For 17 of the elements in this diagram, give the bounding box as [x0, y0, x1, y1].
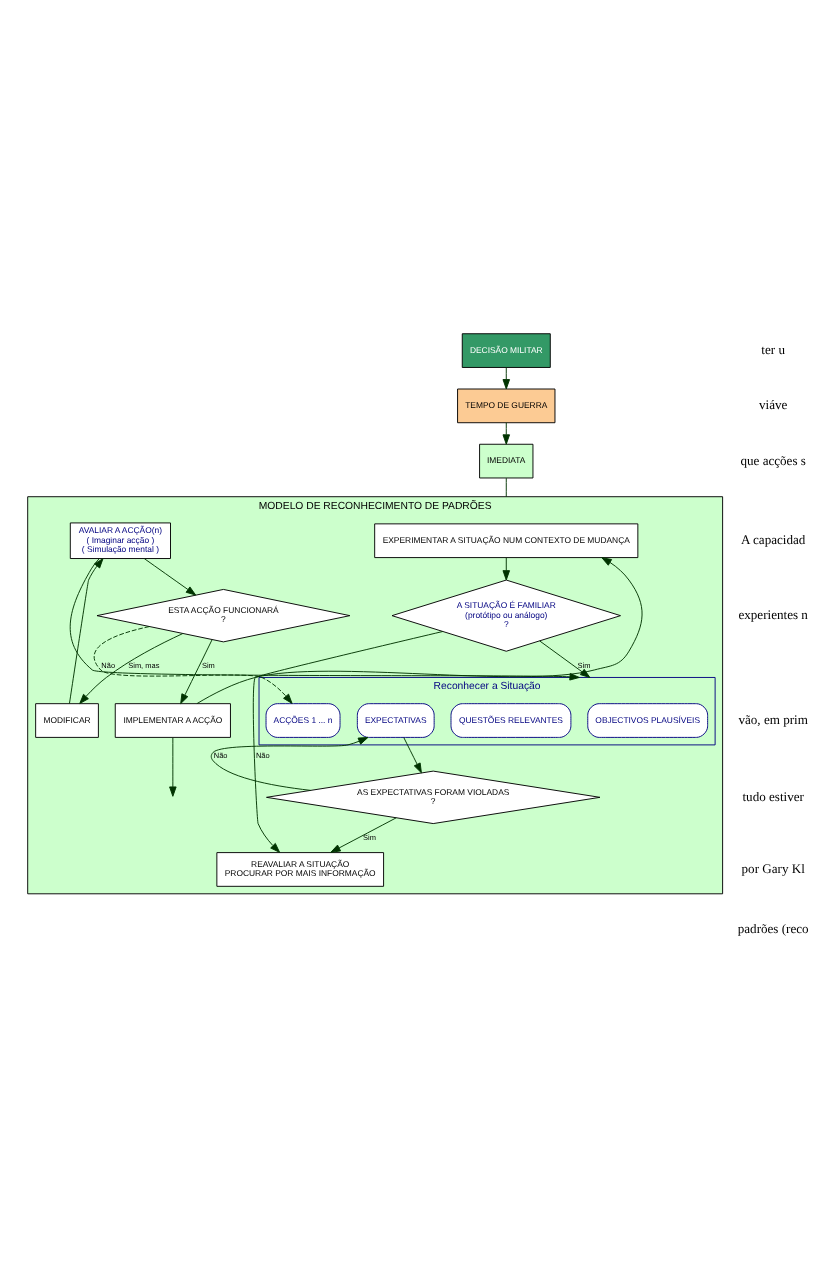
arrow [403, 736, 422, 773]
arrow [79, 632, 184, 703]
arrow [539, 639, 591, 677]
arrow [502, 366, 511, 389]
arrow [93, 625, 293, 703]
arrow [330, 816, 397, 852]
arrow [169, 736, 177, 796]
arrow [143, 557, 197, 595]
arrow [210, 735, 369, 790]
arrow [252, 630, 444, 852]
arrow [196, 556, 643, 704]
arrow [69, 557, 580, 680]
connector [505, 476, 507, 497]
arrow [180, 638, 213, 704]
arrow [502, 556, 511, 580]
arrow [502, 421, 511, 444]
arrow [69, 557, 104, 703]
